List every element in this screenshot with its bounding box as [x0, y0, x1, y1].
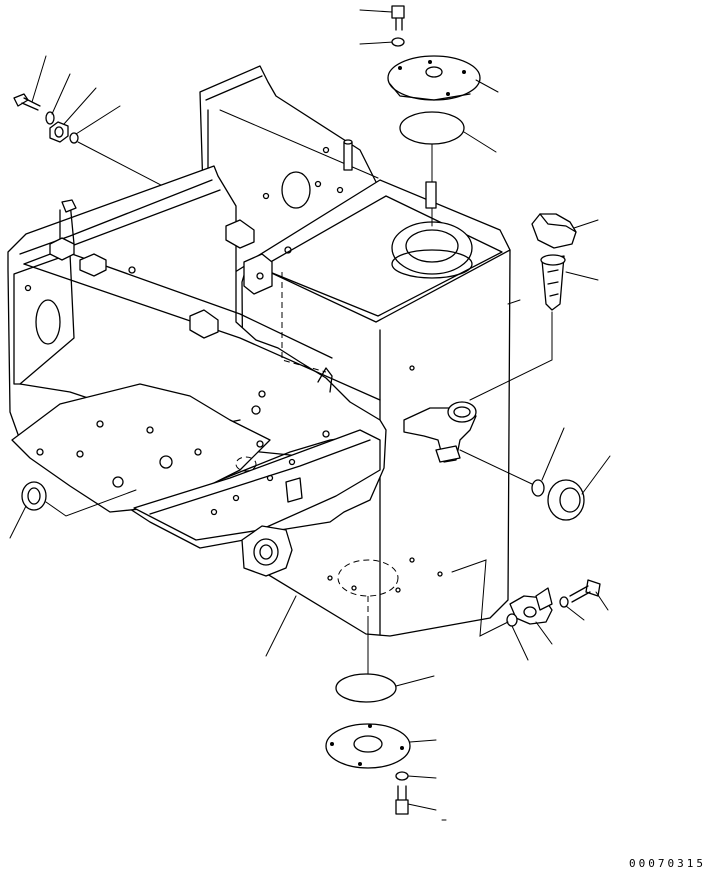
bolt-part-bottom [395, 785, 437, 815]
bolt-part-left [13, 55, 47, 111]
sensor-flange-part [509, 587, 553, 645]
o-ring-part-lower [451, 559, 529, 661]
cover-plate-top [387, 55, 499, 101]
nut-part-left [49, 87, 97, 143]
drawing-code: 00070315 [629, 857, 706, 870]
main-frame [7, 165, 387, 577]
plug-part-right [547, 455, 611, 521]
breather-cap-part [531, 213, 599, 249]
washer-part-top [359, 37, 405, 47]
washer-part-lower-right [559, 596, 585, 621]
o-ring-part-right [459, 427, 565, 497]
washer-part-left [45, 73, 71, 125]
washer-part-bottom [395, 771, 437, 781]
o-ring-part-bottom [335, 673, 435, 703]
pin-part [343, 139, 353, 171]
grommet-part-left [9, 481, 137, 539]
bolt-part-lower-right [569, 579, 609, 611]
pin-part-top [425, 181, 437, 209]
strainer-part [469, 254, 599, 401]
drain-cover-plate [325, 723, 437, 769]
bolt-part-top [359, 5, 405, 31]
